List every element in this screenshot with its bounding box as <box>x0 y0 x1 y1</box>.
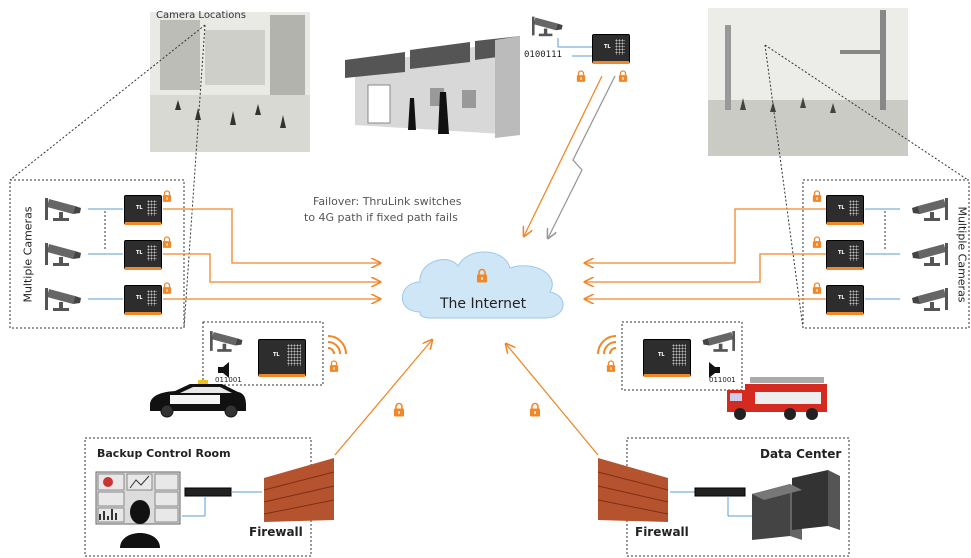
camera-locations-label: Camera Locations <box>156 10 246 21</box>
multiple-cameras-label-left: Multiple Cameras <box>21 206 35 303</box>
internet-label: The Internet <box>440 296 527 312</box>
thrulink-device: TL <box>124 195 162 225</box>
thrulink-device: TL <box>826 285 864 315</box>
brick-wall-icon-left <box>263 458 335 522</box>
thrulink-device: TL <box>592 34 630 64</box>
binary-label-top: 0100111 <box>524 50 562 60</box>
failover-label-line1: Failover: ThruLink switches <box>313 195 462 208</box>
firewall-label-left: Firewall <box>249 525 303 539</box>
thrulink-device: TL <box>643 339 691 377</box>
backup-control-room-label: Backup Control Room <box>97 447 231 460</box>
speaker-icon-right <box>709 362 720 378</box>
data-center-label: Data Center <box>760 447 842 461</box>
projection-line <box>764 44 969 181</box>
camera-location-photo-left <box>150 12 310 152</box>
thrulink-device: TL <box>826 195 864 225</box>
monitor-wall-icon <box>95 471 181 548</box>
binary-label-police: 011001 <box>215 376 242 384</box>
thrulink-device: TL <box>258 339 306 377</box>
thrulink-device: TL <box>124 285 162 315</box>
network-switch-icon-left <box>182 487 262 517</box>
speaker-icon-left <box>218 362 229 378</box>
projection-line <box>764 44 804 329</box>
network-switch-icon-right <box>670 487 752 517</box>
thrulink-device: TL <box>826 240 864 270</box>
wifi-signal-icon-right <box>597 335 617 355</box>
server-rack-icon <box>752 470 840 540</box>
storefront-illustration <box>345 36 520 138</box>
failover-label-line2: to 4G path if fixed path fails <box>304 211 458 224</box>
internet-cloud <box>401 251 564 319</box>
projection-line <box>183 24 206 329</box>
binary-label-fire: 011001 <box>709 376 736 384</box>
wifi-signal-icon-left <box>327 335 347 355</box>
brick-wall-icon-right <box>597 458 669 522</box>
camera-location-photo-right <box>708 8 908 156</box>
police-car-icon <box>150 380 246 418</box>
thrulink-device: TL <box>124 240 162 270</box>
multiple-cameras-label-right: Multiple Cameras <box>955 206 969 303</box>
fire-truck-icon <box>727 377 827 420</box>
projection-line <box>9 24 206 181</box>
firewall-label-right: Firewall <box>635 525 689 539</box>
